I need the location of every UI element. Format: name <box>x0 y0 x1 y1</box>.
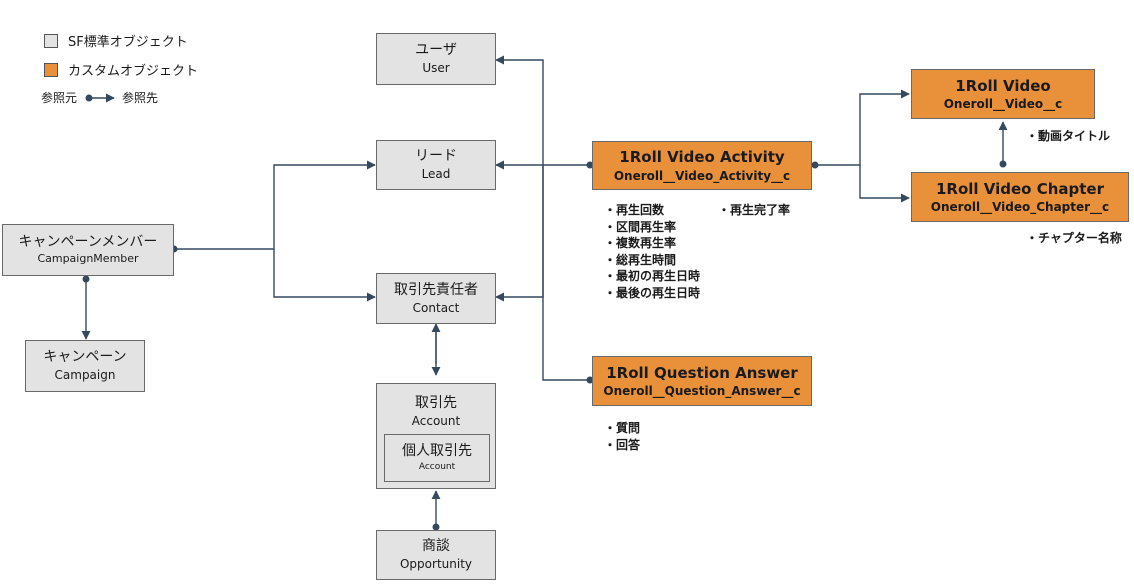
legend-custom-swatch <box>44 62 58 77</box>
object-user-jp: ユーザ <box>415 42 457 59</box>
field-item: ・複数再生率 <box>604 236 677 250</box>
object-lead-jp: リード <box>415 148 457 165</box>
ref-dot-opportunity <box>432 523 440 531</box>
field-item: ・再生完了率 <box>718 203 791 217</box>
video-activity-fields-col1: ・再生回数 ・区間再生率 ・複数再生率 ・総再生時間 ・最初の再生日時 ・最後の… <box>604 202 700 301</box>
object-lead-en: Lead <box>421 167 451 182</box>
legend-standard: SF標準オブジェクト <box>44 31 188 50</box>
edge-activity-chapter <box>859 165 910 203</box>
legend-standard-label: SF標準オブジェクト <box>68 35 188 50</box>
object-question-answer-title: 1Roll Question Answer <box>606 363 798 382</box>
edge-campaignmember-lead <box>174 160 376 250</box>
ref-dot-campaignmember-campaign <box>82 275 90 283</box>
edge-activity-video <box>815 89 910 166</box>
object-person-account-en: Account <box>418 462 456 473</box>
object-opportunity-en: Opportunity <box>399 557 472 572</box>
ref-dot-answer <box>586 376 594 384</box>
object-campaign-member-jp: キャンペーンメンバー <box>18 234 158 251</box>
question-answer-fields: ・質問 ・回答 <box>604 420 640 453</box>
legend-custom-label: カスタムオブジェクト <box>68 64 199 79</box>
object-contact-en: Contact <box>412 300 460 315</box>
field-item: ・チャプター名称 <box>1026 231 1122 245</box>
object-video-title: 1Roll Video <box>955 76 1051 95</box>
object-campaign-member[interactable]: キャンペーンメンバー CampaignMember <box>2 224 174 276</box>
field-item: ・区間再生率 <box>604 219 677 234</box>
edge-activity-user <box>495 55 544 165</box>
object-video-chapter-api: Oneroll__Video_Chapter__c <box>930 200 1110 215</box>
object-campaign[interactable]: キャンペーン Campaign <box>25 340 145 392</box>
video-fields: ・動画タイトル <box>1026 128 1110 145</box>
field-item: ・質問 <box>604 421 641 435</box>
object-opportunity-jp: 商談 <box>422 538 450 555</box>
edge-activity-contact <box>495 165 544 302</box>
object-user-en: User <box>422 61 450 76</box>
video-activity-fields-col2: ・再生完了率 <box>718 202 790 219</box>
edge-campaignmember-contact <box>273 249 376 302</box>
object-account-en: Account <box>411 413 461 428</box>
object-person-account-jp: 個人取引先 <box>402 443 472 460</box>
object-campaign-member-en: CampaignMember <box>37 252 139 266</box>
object-video[interactable]: 1Roll Video Oneroll__Video__c <box>911 69 1095 119</box>
ref-dot-activity-right <box>811 161 819 169</box>
object-user[interactable]: ユーザ User <box>376 33 496 85</box>
field-item: ・再生回数 <box>604 203 665 217</box>
legend-standard-swatch <box>44 33 58 48</box>
object-video-activity-title: 1Roll Video Activity <box>619 148 785 167</box>
field-item: ・最初の再生日時 <box>604 269 701 283</box>
ref-dot-chapter <box>999 160 1007 168</box>
object-account-jp: 取引先 <box>415 395 457 411</box>
field-item: ・動画タイトル <box>1026 129 1111 143</box>
object-video-chapter-title: 1Roll Video Chapter <box>935 179 1104 198</box>
legend-custom: カスタムオブジェクト <box>44 60 198 79</box>
object-contact[interactable]: 取引先責任者 Contact <box>376 273 496 324</box>
edge-answer-lead <box>542 165 590 381</box>
object-video-activity[interactable]: 1Roll Video Activity Oneroll__Video_Acti… <box>592 141 812 190</box>
object-video-chapter[interactable]: 1Roll Video Chapter Oneroll__Video_Chapt… <box>911 172 1129 222</box>
object-lead[interactable]: リード Lead <box>376 140 496 190</box>
field-item: ・回答 <box>604 437 641 452</box>
object-campaign-jp: キャンペーン <box>43 349 127 366</box>
ref-dot-activity <box>586 161 594 169</box>
object-video-api: Oneroll__Video__c <box>943 97 1063 112</box>
field-item: ・最後の再生日時 <box>604 285 701 300</box>
object-question-answer[interactable]: 1Roll Question Answer Oneroll__Question_… <box>592 356 812 406</box>
object-question-answer-api: Oneroll__Question_Answer__c <box>603 384 801 399</box>
legend-ref-dot <box>85 94 93 102</box>
object-person-account[interactable]: 個人取引先 Account <box>384 434 490 482</box>
legend-ref-to: 参照先 <box>122 91 159 105</box>
legend-ref-from: 参照元 <box>41 91 78 105</box>
object-campaign-en: Campaign <box>54 368 116 383</box>
object-opportunity[interactable]: 商談 Opportunity <box>376 530 496 580</box>
video-chapter-fields: ・チャプター名称 <box>1026 230 1122 247</box>
field-item: ・総再生時間 <box>604 252 677 267</box>
object-video-activity-api: Oneroll__Video_Activity__c <box>613 168 791 183</box>
object-contact-jp: 取引先責任者 <box>394 281 478 298</box>
